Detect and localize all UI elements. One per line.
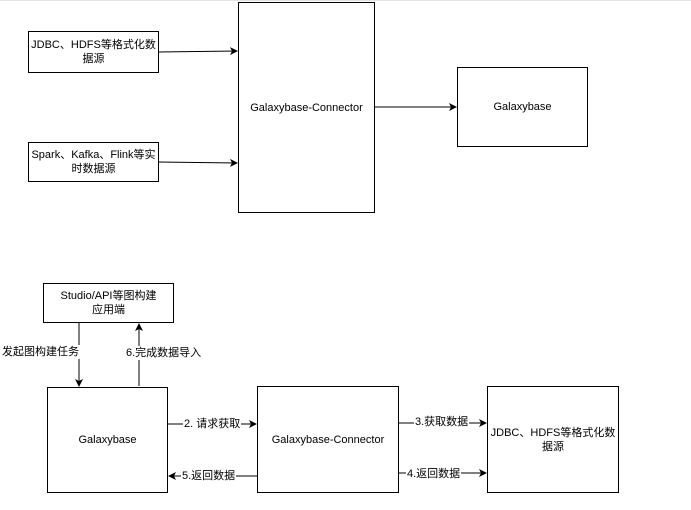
structured-source-label: JDBC、HDFS等格式化数据源: [31, 39, 156, 65]
edge-label-initiate: 发起图构建任务: [1, 345, 80, 359]
datasource-box: JDBC、HDFS等格式化数据源: [487, 386, 619, 493]
bottom-galaxybase-label: Galaxybase: [78, 434, 137, 446]
edge-label-return5: 5.返回数据: [181, 469, 237, 483]
galaxybase-label: Galaxybase: [493, 101, 552, 113]
bottom-connector-label: Galaxybase-Connector: [271, 433, 385, 446]
galaxybase-box: Galaxybase: [457, 67, 588, 147]
client-label: Studio/API等图构建应用端: [60, 290, 157, 316]
realtime-source-box: Spark、Kafka、Flink等实时数据源: [28, 142, 159, 182]
top-border-line: [0, 0, 691, 1]
arrow-structured-to-connector: [157, 47, 238, 56]
connector-box: Galaxybase-Connector: [238, 2, 375, 213]
arrow-realtime-to-connector: [157, 158, 238, 167]
edge-label-request: 2. 请求获取: [183, 417, 242, 431]
datasource-label: JDBC、HDFS等格式化数据源: [490, 426, 616, 453]
edge-label-fetch: 3.获取数据: [414, 415, 470, 429]
bottom-connector-box: Galaxybase-Connector: [257, 386, 399, 493]
edge-label-complete: 6.完成数据导入: [125, 346, 203, 360]
realtime-source-label: Spark、Kafka、Flink等实时数据源: [31, 149, 156, 175]
edge-label-return4: 4.返回数据: [406, 467, 462, 481]
client-box: Studio/API等图构建应用端: [43, 283, 174, 323]
connector-label: Galaxybase-Connector: [250, 101, 363, 114]
bottom-galaxybase-box: Galaxybase: [47, 387, 168, 493]
structured-source-box: JDBC、HDFS等格式化数据源: [28, 31, 159, 73]
